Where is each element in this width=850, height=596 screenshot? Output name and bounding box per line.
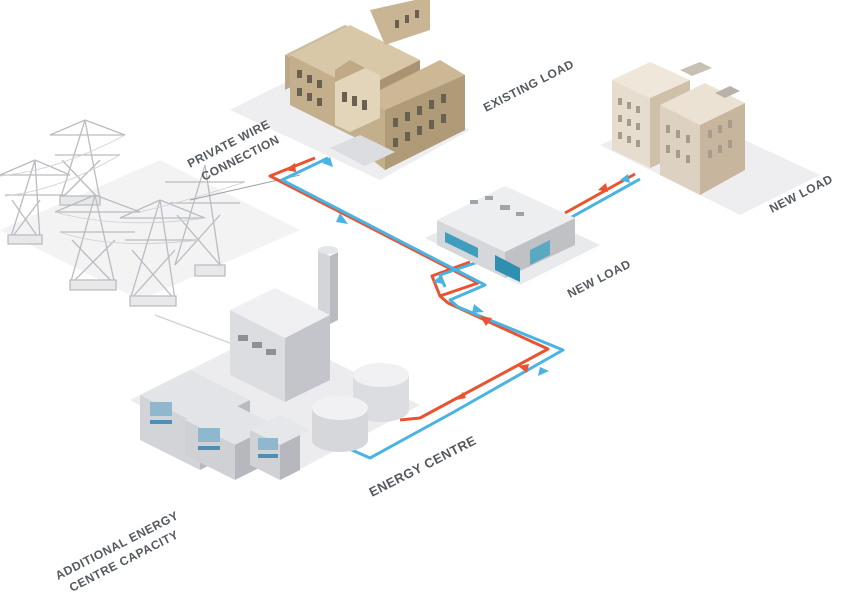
- pylon-icon: [119, 199, 206, 307]
- new-load-label-center: NEW LOAD: [565, 257, 633, 301]
- arrow-icon: [538, 367, 549, 376]
- arrow-icon: [433, 275, 443, 284]
- flow-arrows: [285, 157, 630, 400]
- flow-pipe-branch: [430, 260, 471, 297]
- pylon-icon: [165, 164, 245, 277]
- pylon-icon: [54, 194, 141, 291]
- arrow-icon: [456, 392, 466, 400]
- pipe-network: [268, 156, 641, 460]
- arrow-icon: [336, 213, 348, 224]
- return-pipe-branch: [438, 260, 479, 288]
- pylon-icon: [49, 119, 126, 206]
- arrow-icon: [620, 174, 630, 183]
- power-plant-icon: [130, 246, 420, 480]
- arrow-icon: [598, 183, 608, 192]
- commercial-building-icon: [425, 186, 600, 285]
- return-pipe: [280, 156, 565, 460]
- existing-load-label: EXISTING LOAD: [481, 57, 576, 115]
- arrow-icon: [322, 157, 333, 167]
- arrow-icon: [472, 304, 484, 313]
- energy-centre-label: ENERGY CENTRE: [367, 433, 479, 500]
- arrow-icon: [480, 316, 492, 326]
- arrow-icon: [518, 364, 529, 373]
- storage-tank-icon: [312, 396, 368, 452]
- arrow-icon: [285, 163, 296, 172]
- historic-building-icon: [230, 0, 470, 180]
- pylon-group: [0, 119, 301, 346]
- return-pipe-right: [569, 177, 641, 220]
- flow-pipe: [268, 156, 550, 422]
- office-tower-icon: [600, 62, 820, 215]
